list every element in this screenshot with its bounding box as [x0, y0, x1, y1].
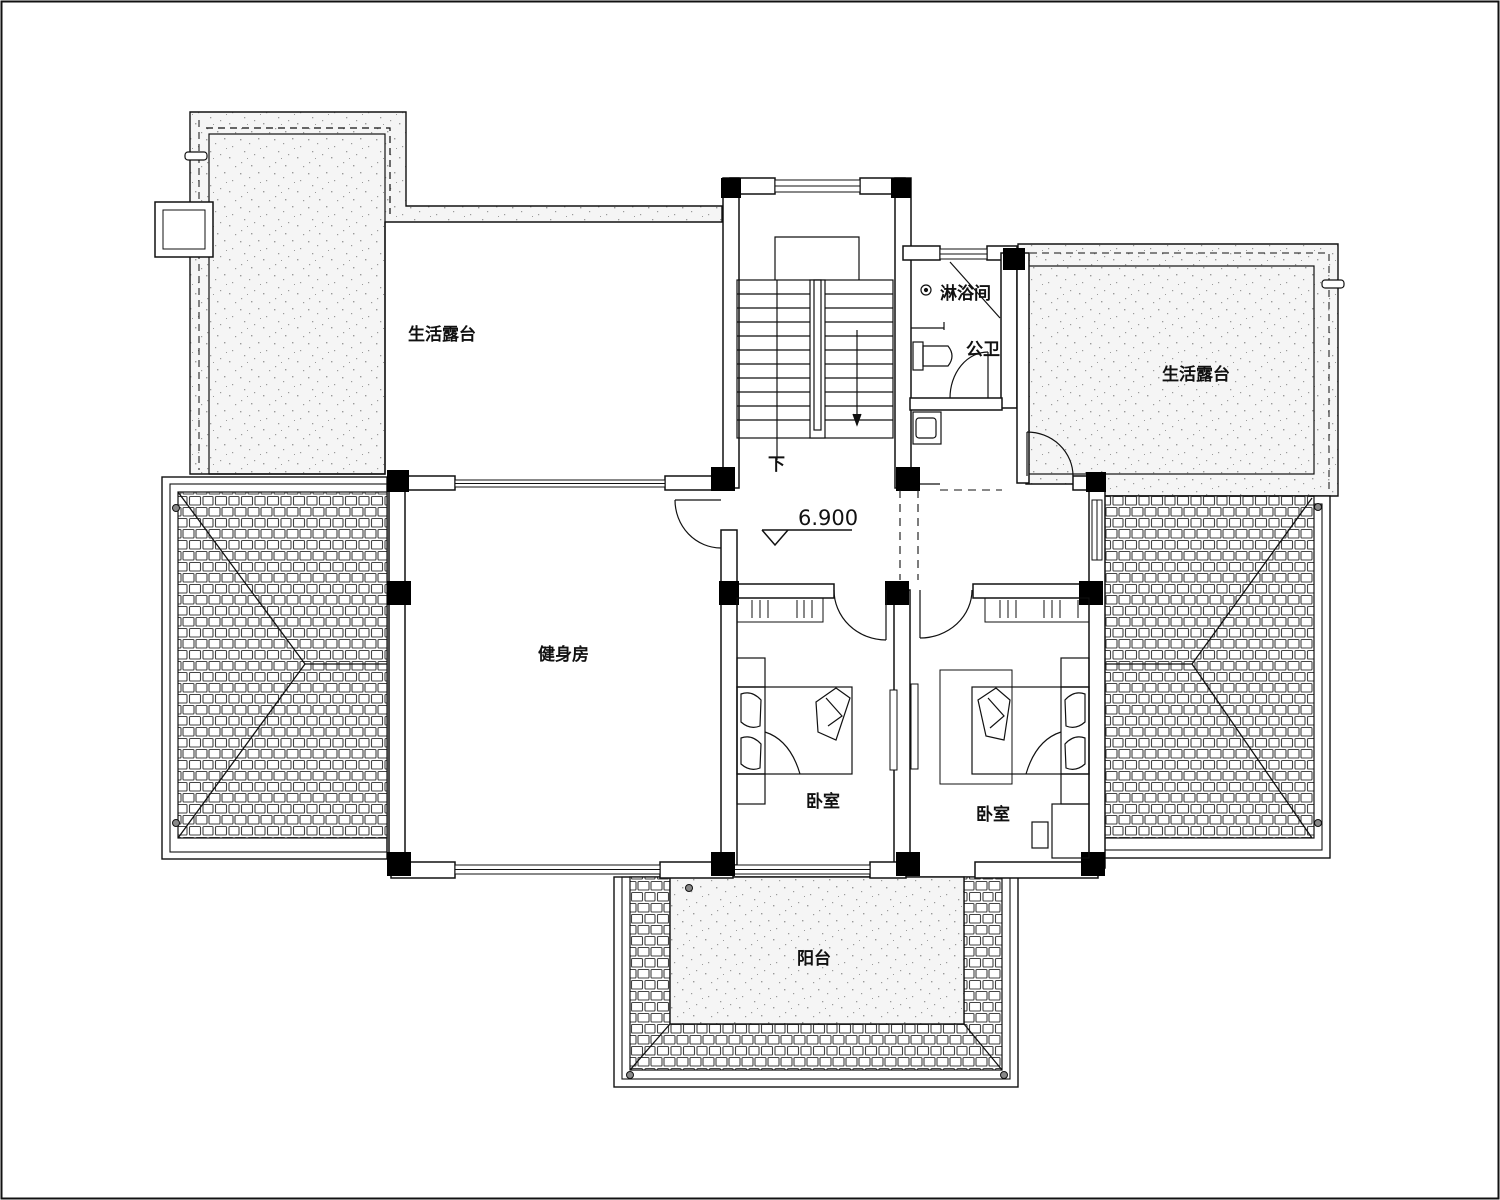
- toilet-icon: [912, 341, 953, 371]
- door-swing-icon: [833, 589, 887, 641]
- drain-outlet-icon: [184, 151, 208, 161]
- room-label-bedroom-left: 卧室: [806, 791, 840, 812]
- drain-outlet-icon: [1321, 279, 1345, 289]
- door-swing-icon: [919, 589, 973, 639]
- roof-left: [161, 476, 388, 860]
- room-label-gym: 健身房: [538, 644, 589, 665]
- column-icon: [387, 470, 409, 492]
- stair-down-label: 下: [768, 455, 785, 475]
- room-label-public-wc: 公卫: [966, 340, 1000, 360]
- column-icon: [1081, 852, 1105, 876]
- column-icon: [711, 852, 735, 876]
- double-bed-icon: [736, 657, 853, 805]
- stair-icon: [736, 236, 894, 460]
- walls: [388, 177, 1106, 879]
- room-label-shower: 淋浴间: [940, 283, 991, 304]
- column-icon: [896, 852, 920, 876]
- wardrobe-icon: [984, 597, 1090, 623]
- room-label-terrace-right: 生活露台: [1162, 364, 1230, 385]
- column-icon: [719, 581, 739, 605]
- balcony: [613, 876, 1019, 1088]
- column-icon: [1079, 581, 1103, 605]
- bathroom-fixtures: [911, 261, 1001, 485]
- washbasin-icon: [912, 411, 942, 445]
- column-icon: [1003, 248, 1025, 270]
- floor-level: 6.900: [798, 506, 858, 530]
- column-icon: [885, 581, 909, 605]
- column-icon: [387, 852, 411, 876]
- door-swing-icon: [1026, 431, 1074, 477]
- room-label-balcony: 阳台: [797, 948, 831, 969]
- door-swing-icon: [949, 351, 989, 399]
- downpipe-box: [154, 201, 214, 258]
- room-label-bedroom-right: 卧室: [976, 804, 1010, 825]
- shower-head-icon: [920, 284, 932, 296]
- column-icon: [387, 581, 411, 605]
- column-icon: [711, 467, 735, 491]
- windows: [454, 179, 1103, 875]
- wardrobe-icon: [736, 597, 824, 623]
- terrace-left: [154, 111, 723, 475]
- door-swing-icon: [674, 499, 722, 549]
- room-label-terrace-left: 生活露台: [408, 324, 476, 345]
- column-icon: [896, 467, 920, 491]
- column-icon: [721, 178, 741, 198]
- columns: [387, 178, 1106, 876]
- double-bed-icon: [971, 657, 1090, 859]
- level-mark: [761, 529, 852, 547]
- column-icon: [1086, 472, 1106, 492]
- column-icon: [891, 178, 911, 198]
- roof-right: [1103, 495, 1331, 859]
